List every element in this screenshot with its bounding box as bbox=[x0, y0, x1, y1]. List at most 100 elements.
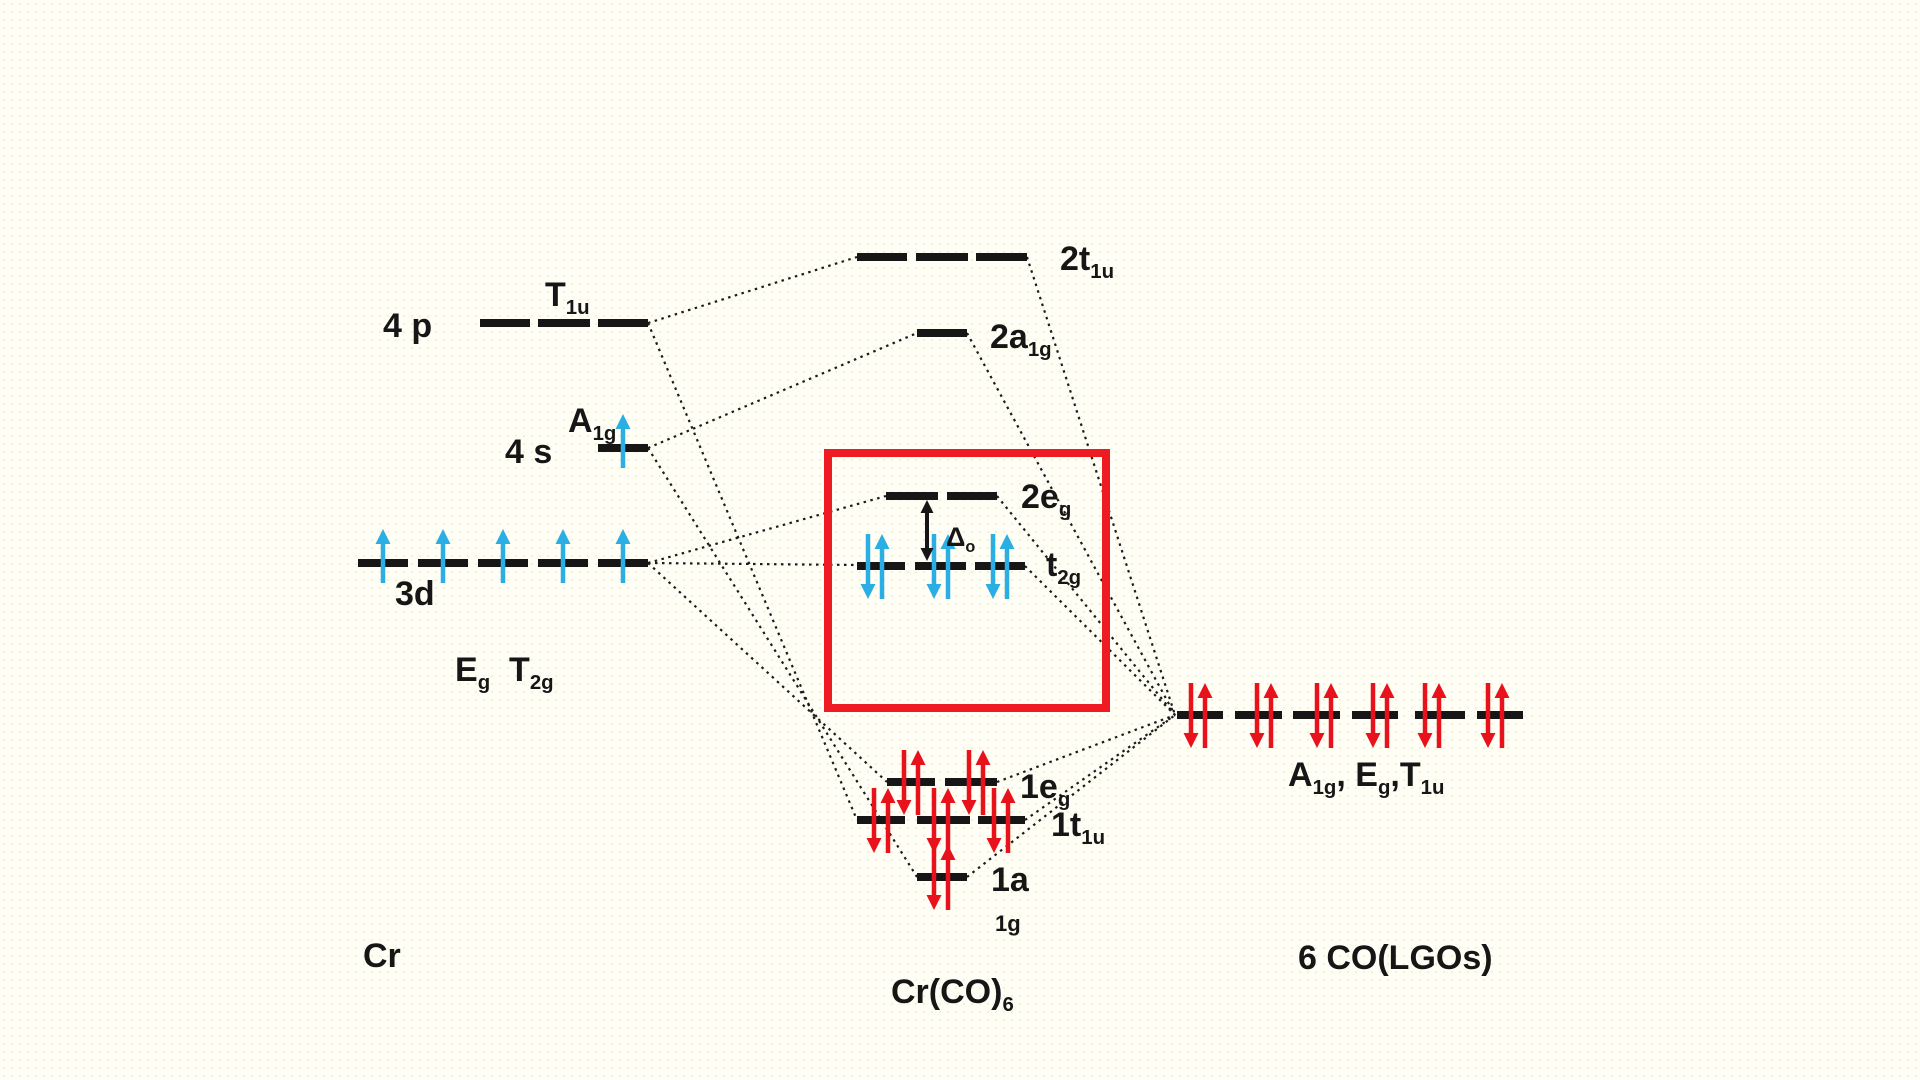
arrow-head bbox=[896, 800, 912, 815]
level-dash bbox=[857, 253, 907, 261]
arrow-head bbox=[1431, 683, 1447, 698]
label-text: 1e bbox=[1020, 768, 1058, 806]
label-subscript: g bbox=[1057, 788, 1071, 811]
arrow-head bbox=[1197, 683, 1213, 698]
label-subscript: 1u bbox=[1420, 776, 1445, 799]
label-t1u-symmetry: T1u bbox=[545, 278, 590, 318]
label-4p: 4 p bbox=[383, 309, 432, 343]
label-subscript: 1g bbox=[1027, 338, 1052, 361]
connector-line bbox=[966, 714, 1176, 878]
label-text: 2a bbox=[990, 318, 1028, 356]
level-dash bbox=[978, 816, 1025, 824]
label-1a: 1a bbox=[991, 863, 1029, 897]
level-dash bbox=[917, 816, 970, 824]
label-delta-o: Δo bbox=[946, 524, 976, 557]
label-text: T bbox=[545, 276, 566, 314]
level-dash bbox=[538, 319, 590, 327]
label-subscript: 6 bbox=[1002, 993, 1014, 1016]
label-text: ,T bbox=[1390, 756, 1421, 794]
arrow-head bbox=[375, 529, 391, 544]
label-text: 1a bbox=[991, 861, 1029, 899]
label-3d: 3d bbox=[395, 577, 435, 611]
level-atomic-4s bbox=[598, 414, 648, 468]
arrow-head bbox=[495, 529, 511, 544]
label-1a-subscript-1g: 1g bbox=[995, 913, 1021, 935]
level-dash bbox=[1177, 711, 1223, 719]
label-subscript: g bbox=[477, 671, 491, 694]
level-dash bbox=[975, 562, 1025, 570]
arrow-head bbox=[1417, 733, 1433, 748]
arrow-head bbox=[910, 750, 926, 765]
level-mo-1t1u bbox=[857, 788, 1025, 853]
arrow-head bbox=[1365, 733, 1381, 748]
label-text: , E bbox=[1336, 756, 1378, 794]
level-dash bbox=[915, 562, 966, 570]
level-mo-1a1g bbox=[917, 845, 967, 910]
connector-line bbox=[647, 562, 888, 783]
level-mo-2eg bbox=[886, 492, 997, 500]
label-a1g-symmetry: A1g bbox=[568, 404, 616, 444]
arrow-head bbox=[926, 584, 942, 599]
arrow-head bbox=[866, 838, 882, 853]
label-text: 1t bbox=[1051, 806, 1082, 844]
label-text: E bbox=[455, 651, 478, 689]
label-subscript: 1g bbox=[1312, 776, 1337, 799]
arrow-head bbox=[986, 838, 1002, 853]
arrow-head bbox=[615, 414, 631, 429]
label-text: A bbox=[1288, 756, 1313, 794]
level-mo-2t1u bbox=[857, 253, 1027, 261]
arrow-head bbox=[1323, 683, 1339, 698]
label-lgo-symmetries: A1g, Eg,T1u bbox=[1288, 758, 1444, 798]
level-dash bbox=[887, 778, 935, 786]
connector-line bbox=[647, 494, 887, 565]
label-text: 2e bbox=[1021, 478, 1059, 516]
arrow-head bbox=[920, 548, 934, 561]
arrow-head bbox=[1379, 683, 1395, 698]
level-dash bbox=[886, 492, 938, 500]
level-mo-2a1g bbox=[917, 329, 967, 337]
label-subscript: 1u bbox=[1090, 260, 1115, 283]
arrow-head bbox=[999, 534, 1015, 549]
label-subscript: g bbox=[1058, 498, 1072, 521]
arrow-head bbox=[1309, 733, 1325, 748]
label-text: 1g bbox=[995, 911, 1021, 936]
connector-line bbox=[647, 255, 858, 325]
arrow-head bbox=[940, 788, 956, 803]
arrow-head bbox=[874, 534, 890, 549]
level-dash bbox=[917, 873, 967, 881]
label-subscript: o bbox=[965, 538, 976, 557]
arrow-head bbox=[940, 845, 956, 860]
connector-line bbox=[1024, 565, 1176, 716]
arrow-head bbox=[555, 529, 571, 544]
arrow-head bbox=[860, 584, 876, 599]
label-text: 3d bbox=[395, 575, 435, 613]
level-atomic-4p bbox=[480, 319, 648, 327]
level-lgo-set bbox=[1177, 683, 1523, 748]
connector-line bbox=[646, 322, 859, 821]
label-subscript: 2g bbox=[1057, 566, 1082, 589]
arrow-head bbox=[985, 584, 1001, 599]
label-text: 4 s bbox=[505, 433, 553, 471]
highlight-box bbox=[824, 449, 1110, 712]
caption-6co-lgos: 6 CO(LGOs) bbox=[1298, 941, 1493, 975]
arrow-head bbox=[880, 788, 896, 803]
level-mo-1eg bbox=[887, 750, 997, 815]
label-text: Cr(CO) bbox=[891, 973, 1003, 1011]
label-text: T bbox=[490, 651, 530, 689]
arrow-head bbox=[435, 529, 451, 544]
connector-line bbox=[647, 331, 918, 450]
label-2eg: 2eg bbox=[1021, 480, 1071, 520]
label-subscript: 2g bbox=[529, 671, 554, 694]
label-2a1g: 2a1g bbox=[990, 320, 1052, 360]
level-dash bbox=[947, 492, 997, 500]
label-subscript: 1u bbox=[1081, 826, 1106, 849]
level-dash bbox=[976, 253, 1027, 261]
level-dash bbox=[916, 253, 968, 261]
caption-cr: Cr bbox=[363, 939, 401, 973]
label-1eg: 1eg bbox=[1020, 770, 1070, 810]
label-text: 4 p bbox=[383, 307, 433, 345]
label-text: 6 CO(LGOs) bbox=[1298, 939, 1493, 977]
label-2t1u: 2t1u bbox=[1060, 242, 1114, 282]
level-dash bbox=[917, 329, 967, 337]
level-dash bbox=[598, 319, 648, 327]
